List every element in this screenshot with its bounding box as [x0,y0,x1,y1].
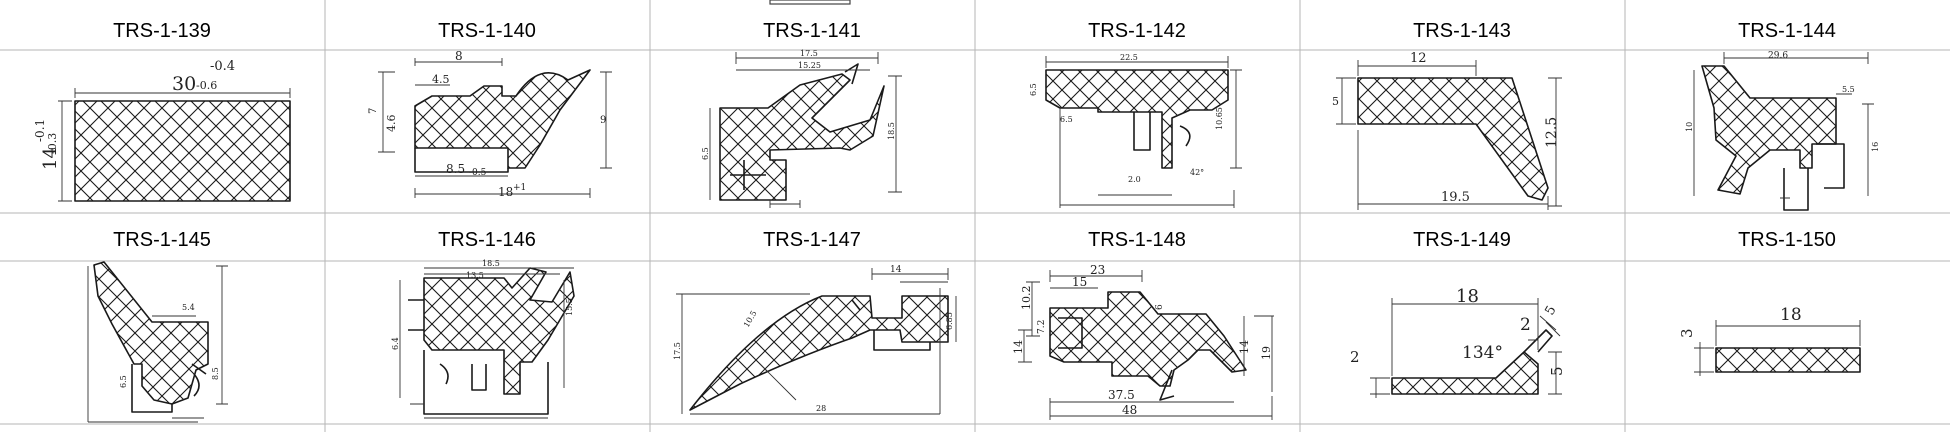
svg-text:28: 28 [816,404,826,413]
svg-text:2: 2 [1350,348,1360,366]
svg-text:14: 14 [890,265,902,275]
svg-text:37.5: 37.5 [1108,388,1135,402]
drawing-trs-1-147: 14 6.85 17.5 28 10.5 [673,265,957,415]
svg-text:42°: 42° [1190,168,1204,177]
title-trs-1-145: TRS-1-145 [113,229,211,251]
drawing-trs-1-148: 23 15 10.2 7.2 14 6 14 19 37.5 48 [1012,263,1274,420]
svg-text:2: 2 [1520,315,1531,335]
svg-text:19.5: 19.5 [1441,190,1470,205]
svg-text:48: 48 [1122,403,1137,417]
svg-text:6.5: 6.5 [1029,83,1038,96]
drawing-trs-1-150: 18 3 [1678,305,1861,376]
drawing-trs-1-143: 12 5 12.5 19.5 [1332,51,1562,210]
title-trs-1-147: TRS-1-147 [763,229,861,251]
svg-text:8: 8 [455,49,463,63]
svg-text:5: 5 [1542,303,1559,318]
drawing-trs-1-149: 18 2 134° 2 5 5 [1350,286,1566,398]
title-trs-1-148: TRS-1-148 [1088,229,1186,251]
svg-text:+1: +1 [513,183,526,193]
svg-text:8.5: 8.5 [446,162,465,176]
svg-text:-0.4: -0.4 [210,59,235,74]
svg-text:15: 15 [1072,275,1087,289]
title-trs-1-143: TRS-1-143 [1413,20,1511,42]
title-trs-1-144: TRS-1-144 [1738,20,1836,42]
svg-text:29.6: 29.6 [1768,51,1788,61]
drawing-trs-1-145: 5.4 6.5 8.5 [87,261,228,423]
svg-text:12.5: 12.5 [1544,117,1560,148]
title-trs-1-150: TRS-1-150 [1738,229,1836,251]
svg-text:6.5: 6.5 [1060,115,1073,124]
title-trs-1-146: TRS-1-146 [438,229,536,251]
drawing-trs-1-140: 8 4.5 7 4.6 9 8.5 -0.5 18 +1 [368,49,612,199]
svg-text:14: 14 [1238,340,1251,354]
svg-text:18: 18 [1456,286,1479,307]
svg-text:13.5: 13.5 [466,271,484,280]
svg-text:6: 6 [1155,304,1165,310]
title-trs-1-140: TRS-1-140 [438,20,536,42]
svg-text:6.85: 6.85 [945,312,954,330]
svg-text:18: 18 [1780,305,1802,325]
svg-text:5: 5 [1548,366,1566,376]
svg-text:6.4: 6.4 [391,337,400,350]
svg-text:10.2: 10.2 [1020,286,1033,311]
svg-text:10.5: 10.5 [742,309,759,329]
svg-text:22.5: 22.5 [1120,53,1138,62]
svg-text:4.5: 4.5 [432,73,450,86]
svg-text:7: 7 [368,108,379,114]
svg-text:17.5: 17.5 [673,342,682,360]
svg-text:3: 3 [1678,328,1696,338]
svg-text:-0.5: -0.5 [469,168,487,178]
svg-text:2.0: 2.0 [1128,175,1141,184]
title-trs-1-142: TRS-1-142 [1088,20,1186,42]
svg-text:8.5: 8.5 [211,367,220,380]
svg-text:19: 19 [1260,346,1273,360]
svg-text:6.5: 6.5 [119,375,128,388]
svg-text:10.65: 10.65 [1215,107,1224,130]
svg-text:15.25: 15.25 [798,61,821,70]
svg-text:134°: 134° [1462,343,1503,363]
svg-text:18.5: 18.5 [887,122,896,140]
svg-text:-0.1: -0.1 [33,119,47,142]
drawing-trs-1-141: 17.5 15.25 6.5 18.5 [701,49,902,208]
drawing-trs-1-146: 18.5 13.5 6.4 15.5 [391,259,575,419]
svg-text:30: 30 [172,73,196,95]
svg-text:7.2: 7.2 [1037,320,1047,334]
svg-text:23: 23 [1090,263,1105,277]
svg-text:16: 16 [1871,142,1880,152]
svg-text:5.5: 5.5 [1842,85,1855,94]
svg-text:15.5: 15.5 [565,298,574,316]
svg-text:14: 14 [1012,340,1025,354]
svg-text:18: 18 [498,185,513,199]
title-trs-1-149: TRS-1-149 [1413,229,1511,251]
svg-text:17.5: 17.5 [800,49,818,58]
drawing-trs-1-139: -0.4 30 -0.6 -0.1 14 -0.3 [33,59,291,202]
svg-text:5: 5 [1332,95,1339,108]
svg-text:5.4: 5.4 [182,303,195,312]
svg-text:-0.3: -0.3 [46,133,59,154]
drawing-trs-1-144: 29.6 5.5 10 16 [1685,51,1880,211]
profile-titles: TRS-1-139 TRS-1-140 TRS-1-141 TRS-1-142 … [113,20,1836,251]
svg-text:12: 12 [1410,51,1427,66]
svg-text:6.5: 6.5 [701,147,710,160]
title-trs-1-139: TRS-1-139 [113,20,211,42]
title-trs-1-141: TRS-1-141 [763,20,861,42]
svg-text:9: 9 [600,115,606,126]
svg-text:4.6: 4.6 [385,115,398,133]
drawing-trs-1-142: 22.5 6.5 6.5 10.65 42° 2.0 [1029,53,1242,208]
svg-text:14: 14 [40,147,61,170]
svg-text:10: 10 [1685,122,1694,132]
svg-text:18.5: 18.5 [482,259,500,268]
svg-text:-0.6: -0.6 [196,79,217,92]
